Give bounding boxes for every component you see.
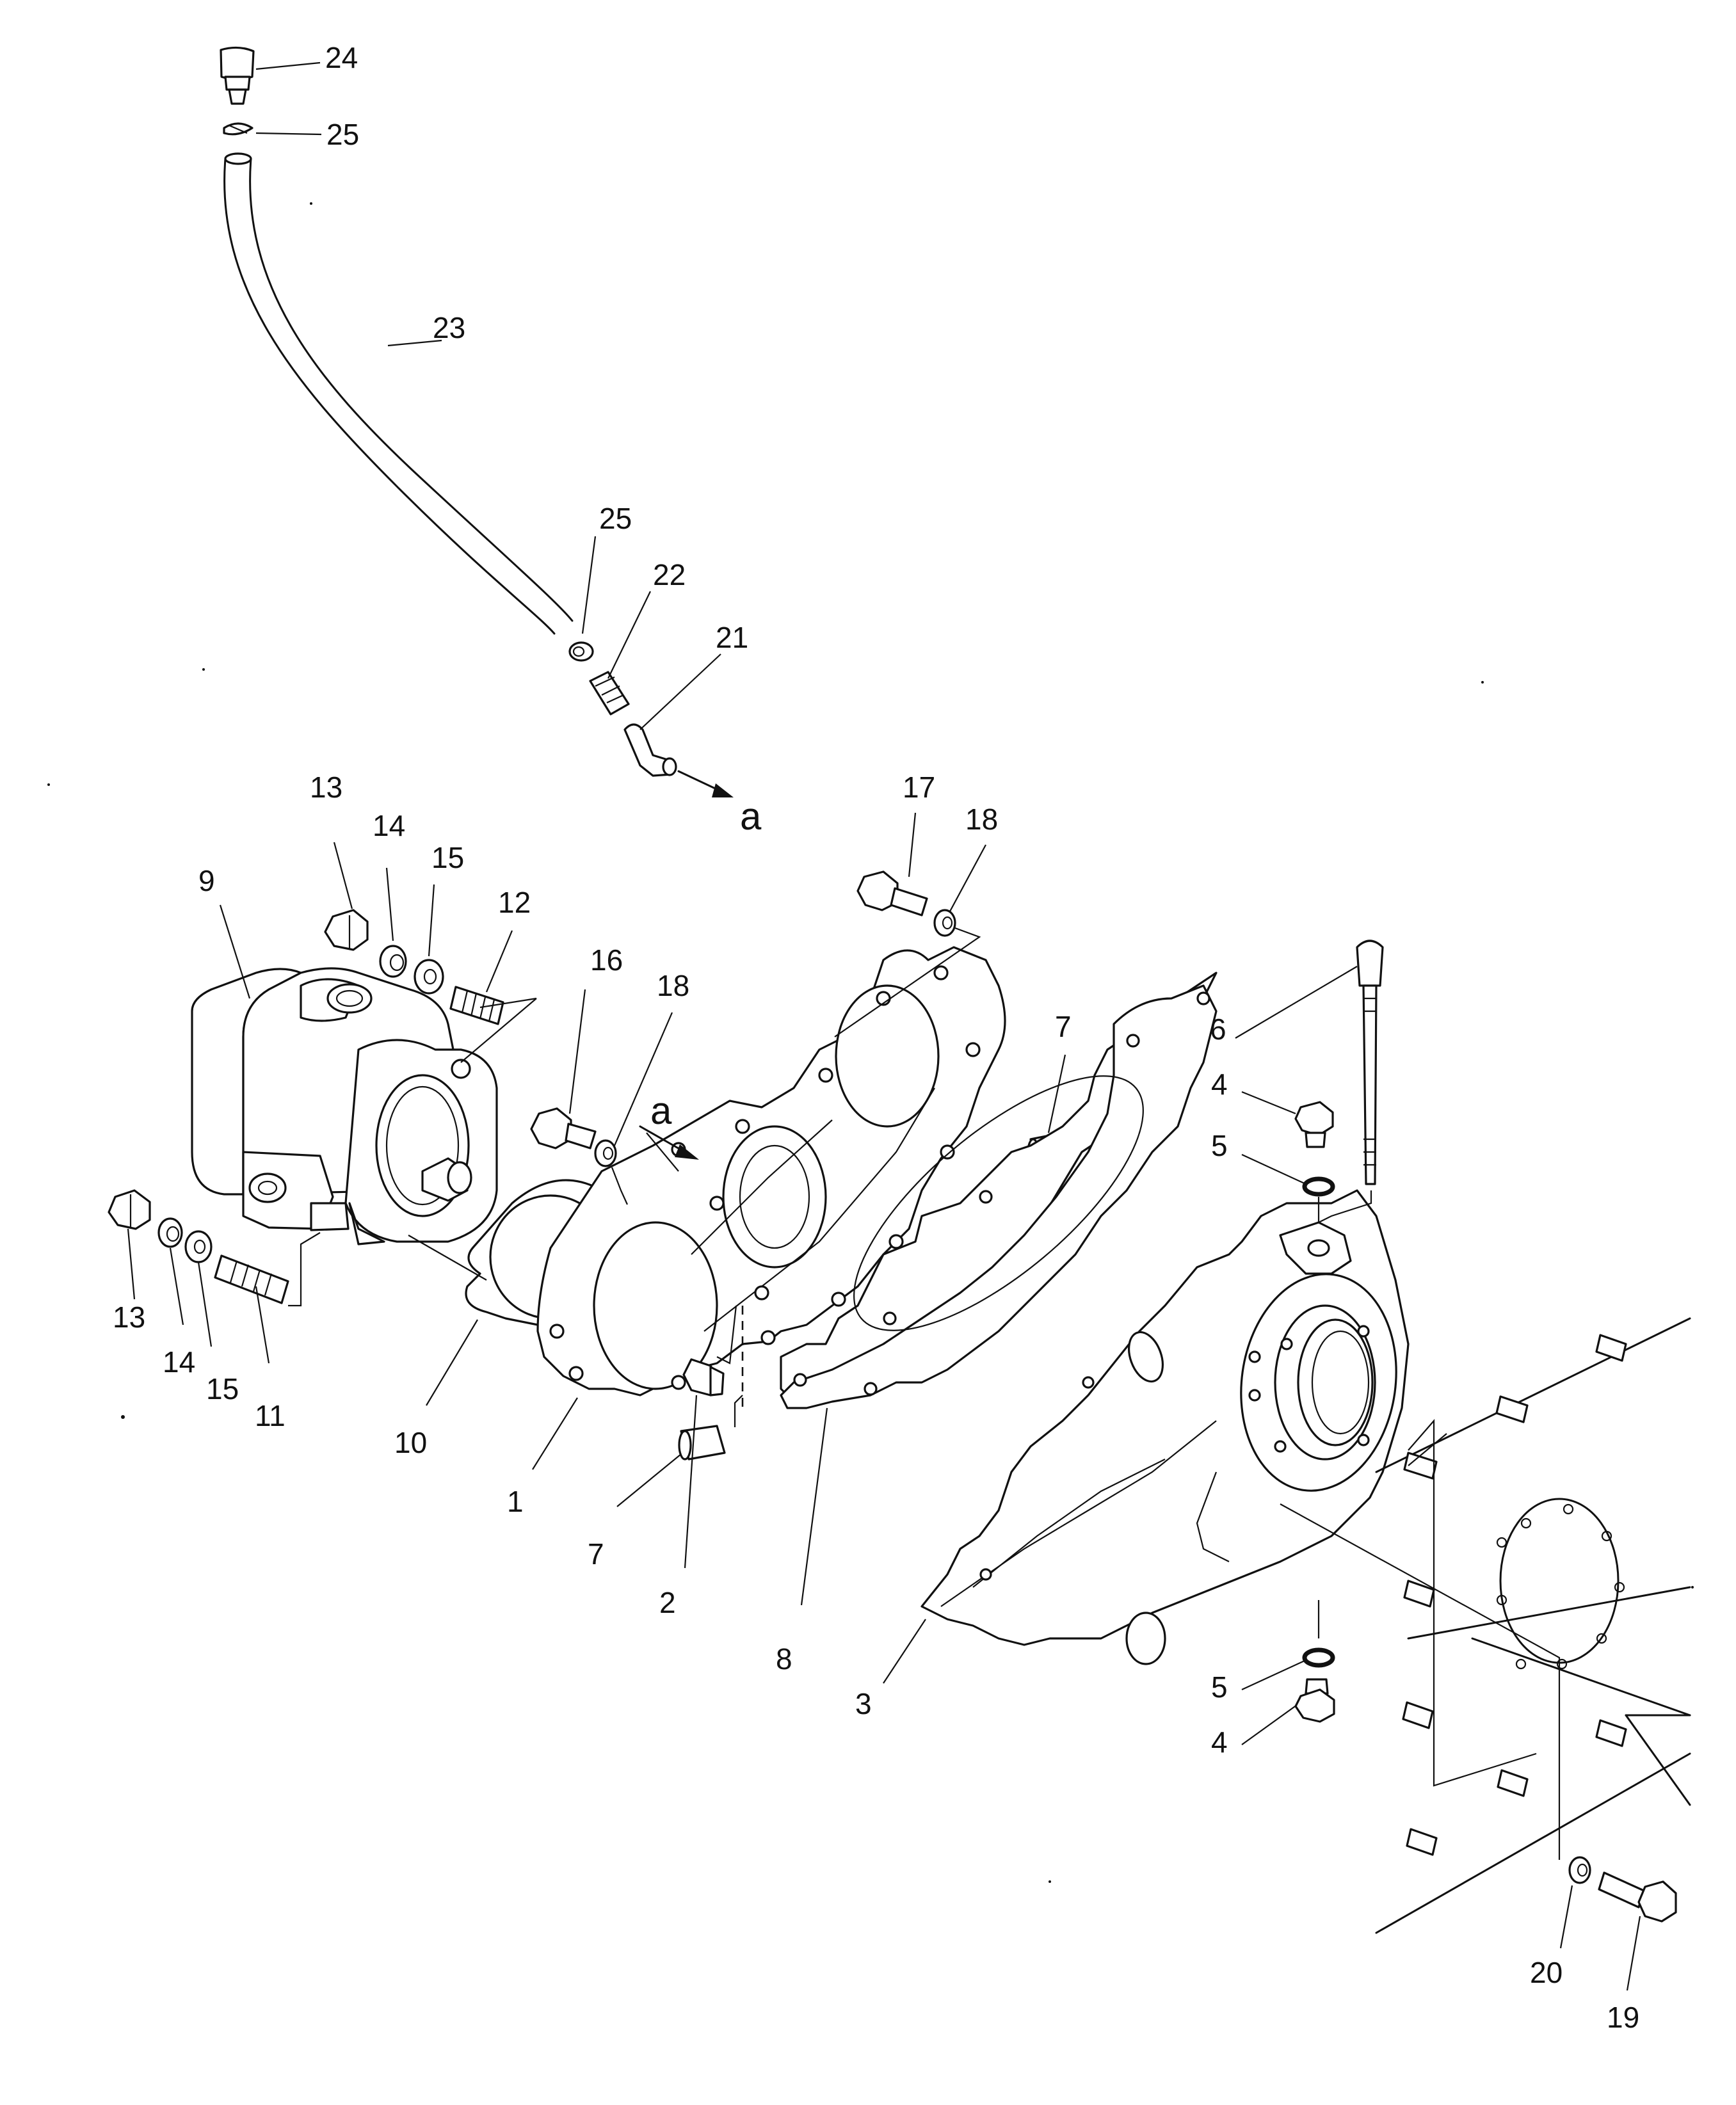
callout-25-lower: 25 — [599, 502, 632, 535]
callout-4-lower: 4 — [1211, 1725, 1228, 1759]
callout-13-upper: 13 — [310, 771, 342, 804]
nut-lower — [108, 1189, 151, 1230]
breather-cap — [220, 46, 255, 105]
callout-22: 22 — [653, 558, 686, 591]
plain-washer-upper — [414, 959, 444, 995]
callout-7-lower: 7 — [588, 1537, 604, 1571]
callout-1: 1 — [507, 1485, 524, 1518]
housing-studs — [1402, 1334, 1627, 1856]
washer-18-right — [933, 909, 956, 937]
assembly-lines — [288, 927, 1561, 1860]
o-ring-5-lower — [1302, 1647, 1335, 1668]
scan-specks — [47, 202, 1694, 1883]
breather-hose — [223, 152, 574, 635]
case-gasket — [780, 972, 1218, 1409]
bolt-17 — [856, 870, 928, 916]
callout-17: 17 — [903, 771, 935, 804]
callout-24: 24 — [325, 41, 358, 74]
plain-washer-lower — [184, 1230, 213, 1263]
callout-4-upper: 4 — [1211, 1068, 1228, 1101]
nut-upper — [324, 909, 369, 951]
transmission-case — [920, 1189, 1410, 1665]
spring-washer-upper — [379, 945, 407, 978]
elbow-fitting — [623, 723, 677, 777]
callout-3: 3 — [855, 1687, 872, 1720]
dowel-pin-lower — [678, 1425, 726, 1461]
reference-a-cover: a — [650, 1089, 672, 1132]
plug-4-upper — [1294, 1101, 1334, 1148]
callout-16: 16 — [590, 943, 623, 977]
callout-12: 12 — [498, 886, 531, 919]
hydraulic-pump — [191, 967, 498, 1245]
callout-25-top: 25 — [326, 118, 359, 151]
callout-9: 9 — [198, 864, 215, 897]
o-ring-5-upper — [1302, 1176, 1335, 1197]
callout-18-left: 18 — [657, 969, 689, 1002]
callout-15-lower: 15 — [206, 1372, 239, 1405]
bolt-16 — [530, 1107, 597, 1149]
washer-20 — [1568, 1856, 1591, 1884]
hose-clamp-lower — [568, 641, 594, 662]
callout-15-upper: 15 — [431, 841, 464, 874]
plug-4-lower — [1294, 1678, 1335, 1723]
hose-nipple — [589, 671, 630, 716]
callout-5-upper: 5 — [1211, 1129, 1228, 1162]
stud-lower — [214, 1254, 289, 1304]
spring-washer-lower — [157, 1217, 183, 1248]
case-cover — [536, 946, 1006, 1408]
callout-leaders — [127, 61, 1641, 1991]
callout-18-right: 18 — [965, 803, 998, 836]
callout-2: 2 — [659, 1586, 676, 1619]
plug-2 — [682, 1358, 725, 1397]
callout-14-upper: 14 — [373, 809, 405, 842]
stud-upper — [449, 986, 504, 1025]
callout-6: 6 — [1210, 1012, 1226, 1046]
callout-19: 19 — [1607, 2001, 1639, 2034]
reference-a-hose: a — [740, 795, 762, 838]
callout-10: 10 — [394, 1426, 427, 1459]
dipstick — [1356, 940, 1384, 1185]
callout-14-lower: 14 — [163, 1345, 195, 1379]
engine-housing — [1375, 1317, 1691, 1934]
callout-23: 23 — [433, 311, 465, 344]
callout-13-lower: 13 — [113, 1301, 145, 1334]
callout-21: 21 — [716, 621, 748, 654]
callout-20: 20 — [1530, 1956, 1563, 1989]
bolt-19 — [1598, 1871, 1677, 1923]
callout-11: 11 — [255, 1399, 285, 1432]
callout-8: 8 — [776, 1642, 792, 1676]
callout-7-upper: 7 — [1055, 1010, 1072, 1043]
washer-18-left — [594, 1139, 617, 1167]
callout-5-lower: 5 — [1211, 1670, 1228, 1704]
hose-clamp-top — [223, 122, 253, 136]
